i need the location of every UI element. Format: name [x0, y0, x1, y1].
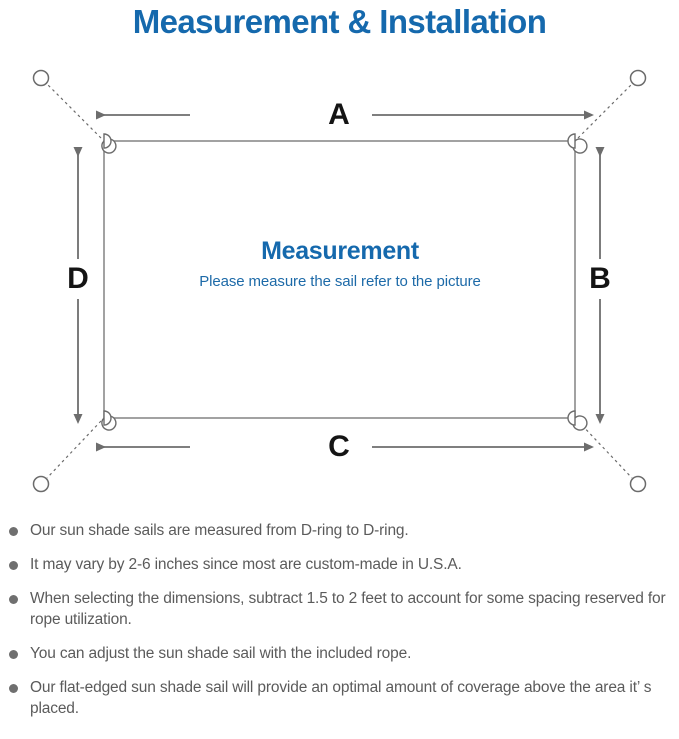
bullet-icon [9, 595, 18, 604]
rope-line-top-right [577, 83, 633, 139]
list-item: It may vary by 2-6 inches since most are… [0, 554, 679, 575]
note-text: When selecting the dimensions, subtract … [30, 590, 666, 628]
diagram-graphics [32, 69, 647, 493]
d-ring-tr-body [567, 133, 576, 149]
notes-list: Our sun shade sails are measured from D-… [0, 520, 679, 732]
anchor-ring-top-right [629, 69, 647, 87]
sail-center-caption: Measurement Please measure the sail refe… [130, 236, 550, 292]
anchor-ring-bottom-right [629, 475, 647, 493]
center-heading: Measurement [261, 237, 419, 265]
anchor-ring-bottom-left [32, 475, 50, 493]
sail-measurement-diagram: A B C D Measurement Please measure the s… [0, 44, 679, 514]
note-text: Our flat-edged sun shade sail will provi… [30, 679, 652, 717]
anchor-ring-top-left [32, 69, 50, 87]
center-subtitle: Please measure the sail refer to the pic… [199, 273, 481, 290]
rope-line-bottom-right [577, 420, 633, 479]
sail-rectangle [103, 140, 576, 419]
bullet-icon [9, 561, 18, 570]
dimension-label-a: A [312, 100, 366, 130]
list-item: When selecting the dimensions, subtract … [0, 588, 679, 630]
bullet-icon [9, 650, 18, 659]
bullet-icon [9, 684, 18, 693]
list-item: Our flat-edged sun shade sail will provi… [0, 677, 679, 719]
rope-line-top-left [46, 83, 102, 139]
note-text: You can adjust the sun shade sail with t… [30, 645, 412, 662]
page-title: Measurement & Installation [132, 3, 547, 40]
list-item: Our sun shade sails are measured from D-… [0, 520, 679, 541]
rope-line-bottom-left [46, 420, 102, 479]
dimension-label-b: B [580, 264, 620, 294]
list-item: You can adjust the sun shade sail with t… [0, 643, 679, 664]
d-ring-tl-body [103, 133, 112, 149]
note-text: Our sun shade sails are measured from D-… [30, 522, 409, 539]
dimension-label-c: C [312, 432, 366, 462]
dimension-label-d: D [58, 264, 98, 294]
note-text: It may vary by 2-6 inches since most are… [30, 556, 462, 573]
bullet-icon [9, 527, 18, 536]
d-ring-bl-body [103, 410, 112, 426]
d-ring-br-body [567, 410, 576, 426]
